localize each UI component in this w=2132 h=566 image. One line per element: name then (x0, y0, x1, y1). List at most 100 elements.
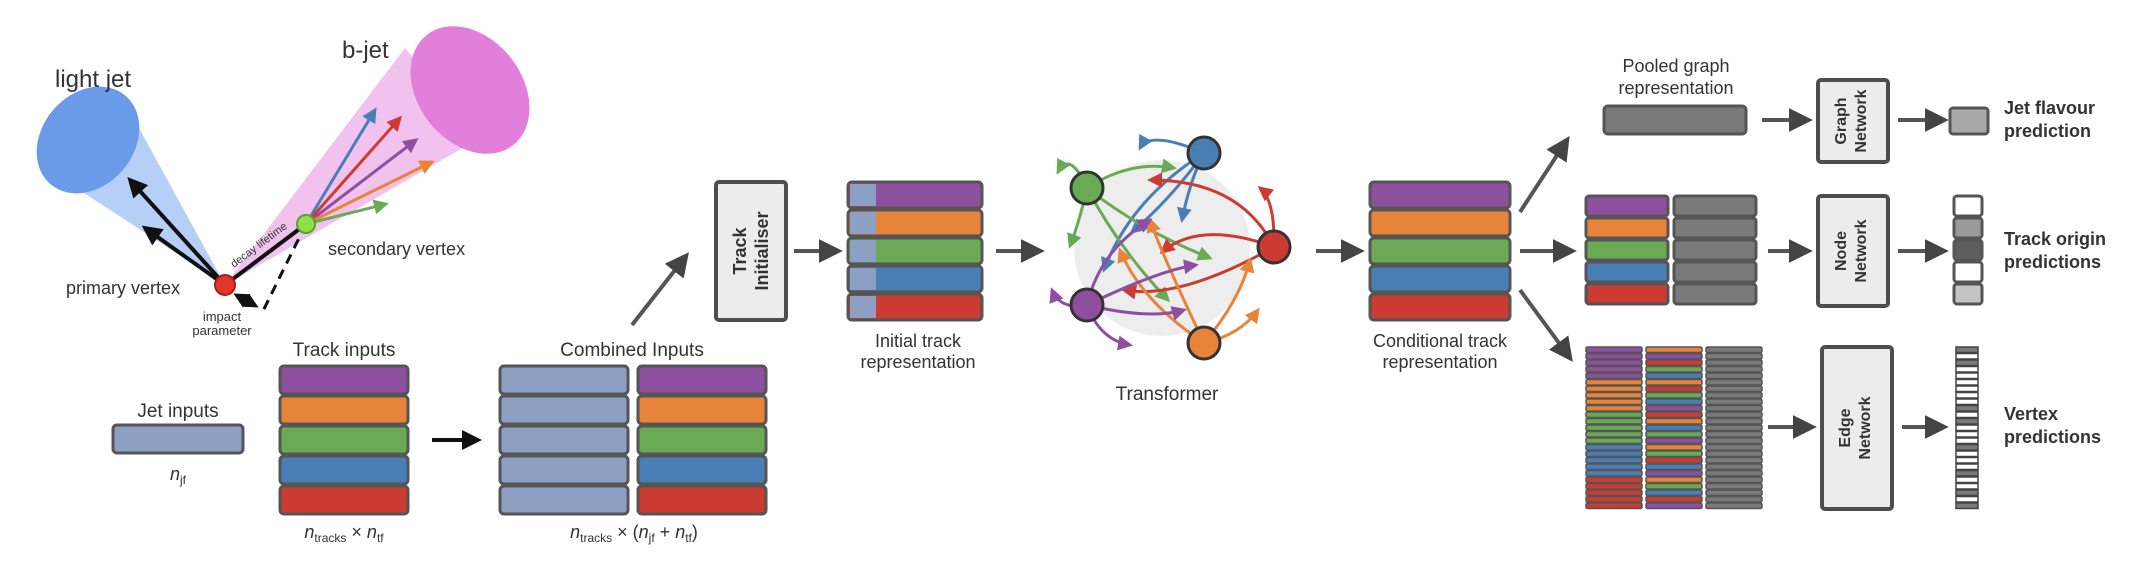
track-initialiser-label-1: Track (730, 226, 750, 274)
edge-feature-cell (1585, 398, 1643, 406)
edge-feature-cell (1705, 424, 1763, 432)
edge-feature-cell (1705, 469, 1763, 477)
light-jet-cone-end (36, 86, 140, 194)
impact-parameter-label-2: parameter (192, 323, 252, 338)
light-jet-label: light jet (55, 66, 131, 93)
edge-feature-cell (1705, 417, 1763, 425)
edge-feature-cell (1645, 476, 1703, 484)
jet-flavour-label-2: prediction (2004, 121, 2091, 141)
edge-feature-cell (1705, 430, 1763, 438)
edge-feature-cell (1585, 495, 1643, 503)
edge-feature-cell (1645, 411, 1703, 419)
edge-feature-cell (1645, 482, 1703, 490)
b-jet-track (305, 160, 435, 226)
vertex-prediction-cell (1955, 365, 1979, 373)
edge-feature-cell (1585, 404, 1643, 412)
edge-feature-cell (1645, 424, 1703, 432)
edge-feature-cell (1585, 346, 1643, 354)
vertex-prediction-cell (1955, 495, 1979, 503)
inputs-section: Jet inputs njf Track inputs ntracks × nt… (111, 340, 768, 545)
graph-network-block (1816, 78, 1890, 164)
b-jet-label: b-jet (342, 37, 389, 64)
pooled-label-2: representation (1618, 78, 1733, 98)
track-inputs-label: Track inputs (293, 340, 396, 361)
vertex-label-1: Vertex (2004, 404, 2058, 424)
edge-feature-cell (1585, 411, 1643, 419)
light-jet-track (141, 225, 227, 287)
vertex-prediction-cell (1955, 372, 1979, 380)
edge-feature-cell (1645, 469, 1703, 477)
vertex-prediction-cell (1955, 476, 1979, 484)
impact-parameter-arrow (233, 293, 259, 308)
pooled-label-1: Pooled graph (1622, 56, 1729, 76)
edge-feature-cell (1645, 430, 1703, 438)
vertex-prediction-cell (1955, 482, 1979, 490)
b-jet-track (304, 115, 402, 225)
edge-feature-cell (1645, 385, 1703, 393)
edge-feature-cell (1585, 417, 1643, 425)
vertex-prediction-cell (1955, 417, 1979, 425)
edge-feature-cell (1705, 450, 1763, 458)
node-network-label-2: Network (1853, 219, 1870, 282)
conditional-track-representation: Conditional track representation (1368, 180, 1512, 372)
edge-feature-cell (1705, 391, 1763, 399)
jet-inputs-label: Jet inputs (137, 401, 218, 422)
edge-feature-cell (1585, 489, 1643, 497)
graph-node (1256, 229, 1292, 265)
graph-node (1186, 135, 1222, 171)
vertex-prediction-cell (1955, 502, 1979, 510)
edge-feature-cell (1645, 352, 1703, 360)
vertex-prediction-cell (1955, 424, 1979, 432)
edge-feature-cell (1645, 378, 1703, 386)
edge-feature-cell (1585, 502, 1643, 510)
track-row (278, 454, 410, 486)
edge-feature-cell (1585, 352, 1643, 360)
vertex-prediction-cell (1955, 398, 1979, 406)
vertex-prediction-cell (1955, 489, 1979, 497)
light-jet-track (127, 177, 227, 287)
edge-branch: Edge Network Vertex predictions (1585, 345, 2101, 511)
vertex-prediction-cell (1955, 411, 1979, 419)
edge-feature-cell (1645, 398, 1703, 406)
track-row (278, 424, 410, 456)
edge-feature-cell (1705, 385, 1763, 393)
edge-feature-cell (1705, 437, 1763, 445)
conditional-track-label-1: Conditional track (1373, 331, 1508, 351)
conditional-track-label-2: representation (1382, 352, 1497, 372)
edge-network-block (1820, 345, 1894, 511)
edge-feature-cell (1705, 398, 1763, 406)
edge-feature-cell (1705, 352, 1763, 360)
edge-feature-cell (1585, 424, 1643, 432)
node-network-block (1816, 194, 1890, 308)
edge-feature-cell (1585, 469, 1643, 477)
vertex-prediction-cell (1955, 346, 1979, 354)
b-jet-cone-end (410, 26, 530, 154)
vertex-prediction-cell (1955, 437, 1979, 445)
edge-feature-cell (1645, 450, 1703, 458)
edge-feature-cell (1585, 391, 1643, 399)
graph-branch: Pooled graph representation Graph Networ… (1602, 56, 2095, 164)
edge-feature-cell (1705, 476, 1763, 484)
combined-inputs-stack (498, 364, 768, 516)
graph-node (1069, 287, 1105, 323)
track-inputs-stack (278, 364, 410, 516)
edge-feature-cell (1645, 456, 1703, 464)
vertex-prediction-cell (1955, 385, 1979, 393)
edge-feature-cell (1645, 404, 1703, 412)
primary-vertex-label: primary vertex (66, 278, 180, 298)
edge-feature-cell (1645, 417, 1703, 425)
edge-feature-cell (1585, 476, 1643, 484)
edge-feature-cell (1645, 495, 1703, 503)
edge-feature-cell (1585, 437, 1643, 445)
edge-feature-cell (1645, 463, 1703, 471)
vertex-prediction-cell (1955, 463, 1979, 471)
b-jet-track (304, 107, 377, 225)
initial-track-label-1: Initial track (875, 331, 962, 351)
node-network-label-1: Node (1833, 231, 1850, 271)
arrow-to-initialiser (630, 252, 689, 327)
track-row (278, 364, 410, 396)
graph-node (1186, 325, 1222, 361)
edge-feature-cell (1585, 378, 1643, 386)
track-origin-label-1: Track origin (2004, 229, 2106, 249)
edge-feature-cell (1645, 391, 1703, 399)
